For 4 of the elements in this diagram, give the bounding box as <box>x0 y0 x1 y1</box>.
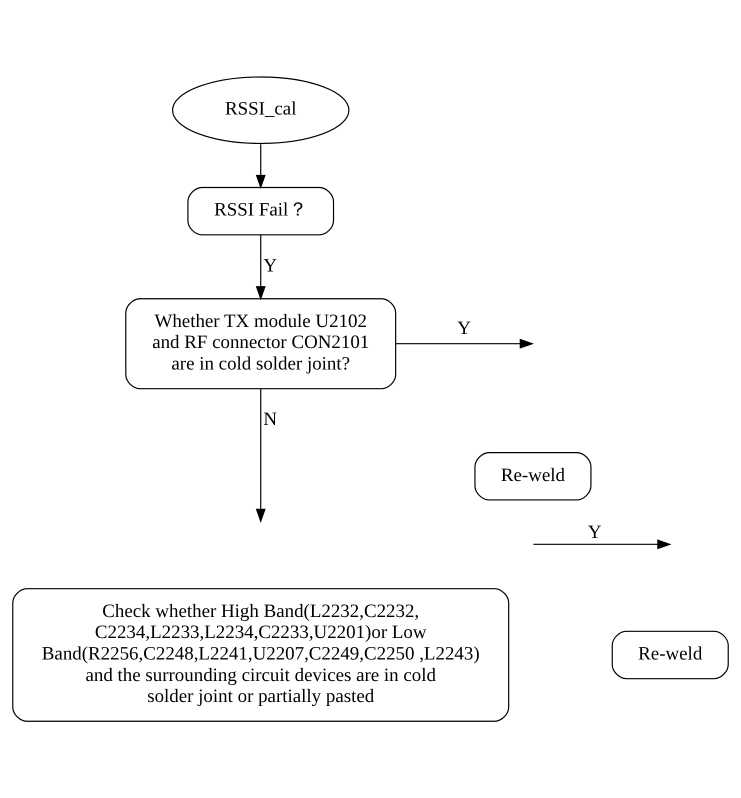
edge-label: Y <box>263 255 278 276</box>
edge-label: N <box>263 409 278 430</box>
label: Y <box>588 522 602 544</box>
edge-label: Y <box>457 318 471 340</box>
